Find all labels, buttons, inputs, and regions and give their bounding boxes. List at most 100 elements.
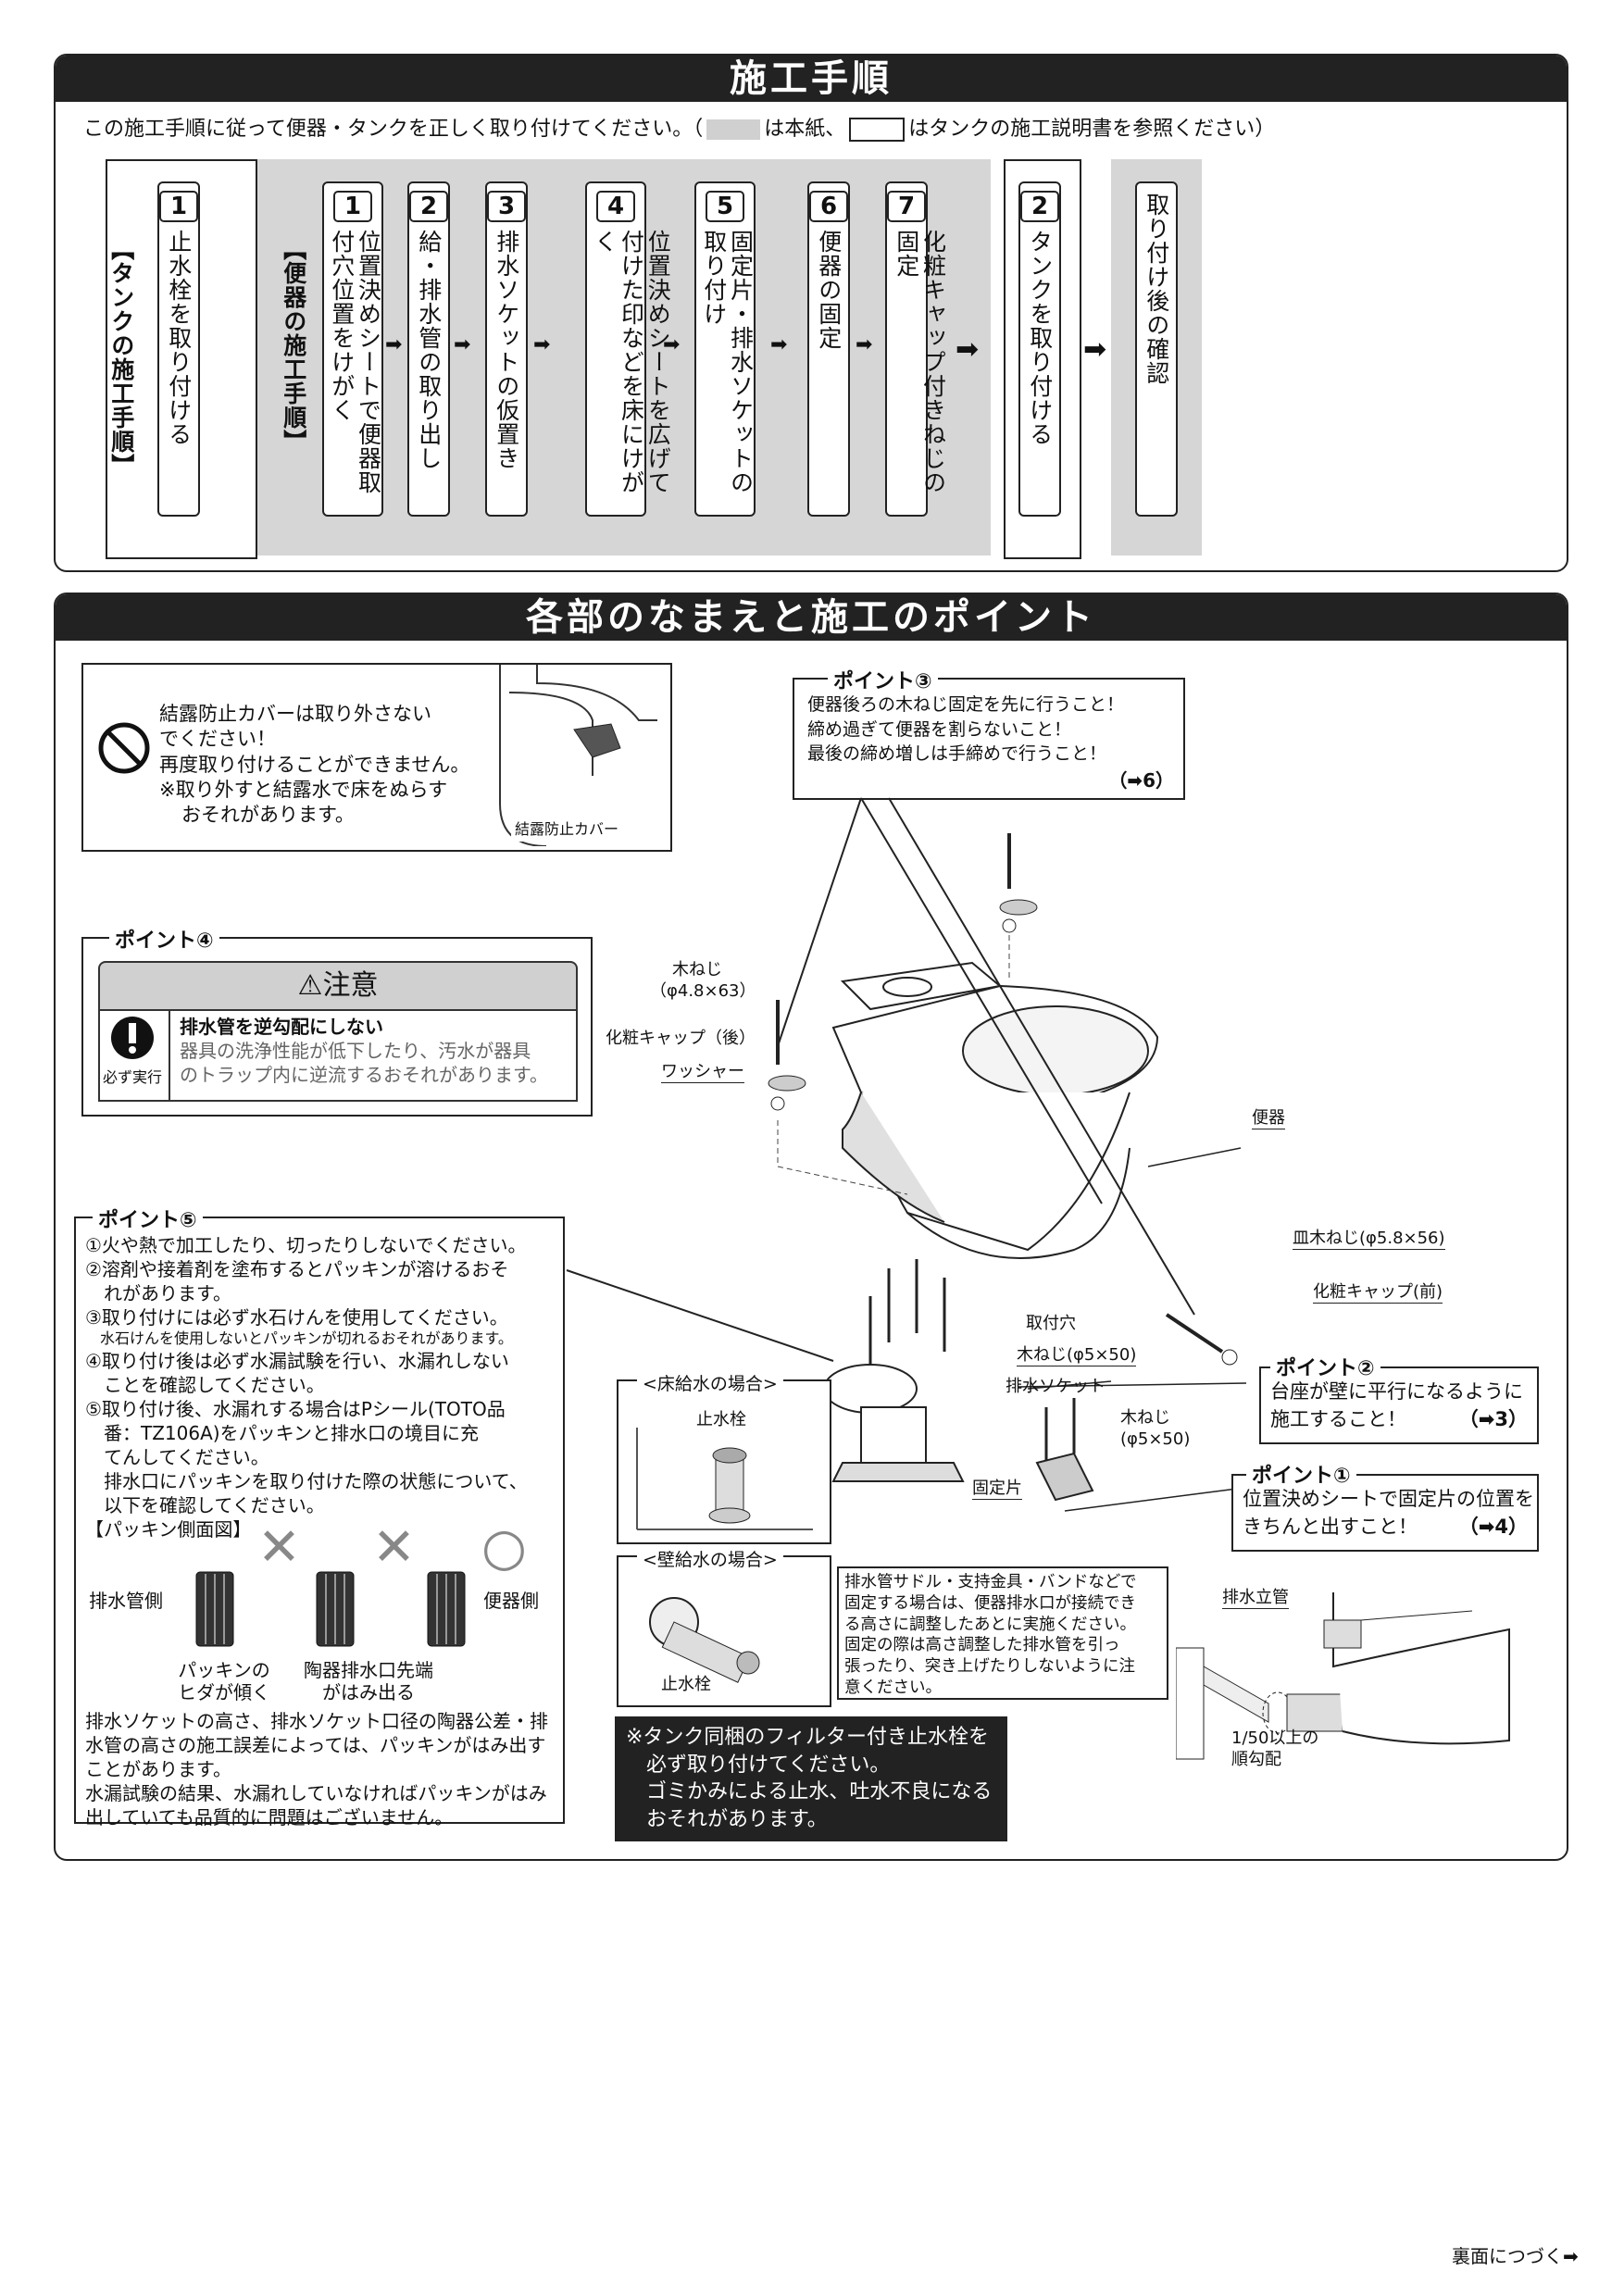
points-title: 各部のなまえと施工のポイント <box>56 594 1567 641</box>
packing-caption-1b: ヒダが傾く <box>178 1681 270 1703</box>
toilet-step-6: 6 便器の固定 <box>807 181 850 517</box>
label-wood-screw-5: 木ねじ(φ5×50) <box>1017 1344 1137 1367</box>
cover-label: 結露防止カバー <box>511 818 623 842</box>
tank-filter-note: ※タンク同梱のフィルター付き止水栓を 必ず取り付けてください。 ゴミかみによる止… <box>615 1716 1007 1841</box>
floor-valve-illustration <box>636 1428 813 1530</box>
floor-supply-title: <床給水の場合> <box>637 1370 783 1395</box>
flow-arrow: ➡ <box>385 333 403 356</box>
label-wood-screw-rear: 木ねじ （φ4.8×63） <box>650 960 756 1002</box>
slope-label-b: 順勾配 <box>1231 1750 1281 1770</box>
procedure-title: 施工手順 <box>56 56 1567 102</box>
legend-gray-swatch <box>706 119 761 140</box>
caution-header: ⚠注意 <box>98 961 578 1011</box>
label-cap-rear: 化粧キャップ（後） <box>606 1029 756 1048</box>
packing-diagram <box>195 1571 466 1647</box>
point2-text-2: 施工すること！ <box>1270 1408 1406 1431</box>
label-cap-front: 化粧キャップ(前) <box>1313 1281 1443 1304</box>
saddle-note-line: 排水管サドル・支持金具・バンドなどで <box>844 1573 1137 1591</box>
point3-text-2: 締め過ぎて便器を割らないこと！ <box>807 718 1072 740</box>
flow-arrow: ➡ <box>454 333 471 356</box>
cover-text-4: ※取り外すと結露水で床をぬらす <box>159 778 448 801</box>
legend-white-swatch <box>849 118 906 142</box>
floor-supply-box: 止水栓 <box>617 1379 831 1544</box>
mark-ok: ○ <box>481 1517 527 1578</box>
packing-caption-2a: 陶器排水口先端 <box>304 1659 433 1681</box>
cover-text-3: 再度取り付けることができません。 <box>159 753 470 776</box>
point3-ref: （➡6） <box>1108 769 1174 792</box>
point3-box: 便器後ろの木ねじ固定を先に行うこと！ 締め過ぎて便器を割らないこと！ 最後の締め… <box>793 678 1185 800</box>
flow-arrow: ➡ <box>1083 333 1107 366</box>
cover-illustration <box>499 665 657 846</box>
point2-text-1: 台座が壁に平行になるように <box>1270 1380 1523 1403</box>
point5-box: ①火や熱で加工したり、切ったりしないでください。 ②溶剤や接着剤を塗布するとパッ… <box>74 1217 565 1828</box>
tank-group-frame <box>106 159 257 559</box>
toilet-step-2: 2 給・排水管の取り出し <box>407 181 450 517</box>
flow-arrow: ➡ <box>856 333 873 356</box>
point3-text-1: 便器後ろの木ねじ固定を先に行うこと！ <box>807 694 1125 715</box>
point5-small-line: 水石けんを使用しないとパッキンが切れるおそれがあります。 <box>85 1329 513 1347</box>
point5-footer: 水管の高さの施工誤差によっては、パッキンがはみ出す <box>85 1734 546 1756</box>
packing-caption-1a: パッキンの <box>178 1659 270 1681</box>
point5-footer: 出していても品質的に問題はございません。 <box>85 1806 454 1828</box>
tank-step-1: 1 止水栓を取り付ける <box>157 181 200 517</box>
wall-valve-illustration <box>649 1597 760 1683</box>
slope-label-a: 1/50以上の <box>1231 1728 1319 1748</box>
point4-text-3: のトラップ内に逆流するおそれがあります。 <box>180 1064 548 1086</box>
point5-line: 排水口にパッキンを取り付けた際の状態について、 <box>85 1469 528 1492</box>
toilet-group-label: 【便器の施工手順】 <box>280 237 307 454</box>
flow-arrow: ➡ <box>956 333 980 366</box>
point5-footer: ことがあります。 <box>85 1758 231 1780</box>
label-dish-screw: 皿木ねじ(φ5.8×56) <box>1293 1228 1445 1251</box>
must-do-icon <box>111 1017 154 1059</box>
toilet-step-7: 7 化粧キャップ付きねじの固定 <box>885 181 947 517</box>
packing-side-drain: 排水管側 <box>89 1590 163 1612</box>
tank-note-line: ※タンク同梱のフィルター付き止水栓を <box>626 1726 989 1749</box>
point1-label: ポイント① <box>1246 1459 1356 1489</box>
saddle-note-line: 張ったり、突き上げたりしないように注 <box>844 1657 1135 1676</box>
cover-text-5: おそれがあります。 <box>181 804 355 827</box>
point5-line: ⑤取り付け後、水漏れする場合はPシール(TOTO品 <box>85 1397 506 1420</box>
wall-supply-title: <壁給水の場合> <box>637 1546 783 1571</box>
flow-arrow: ➡ <box>533 333 551 356</box>
saddle-note-box: 排水管サドル・支持金具・バンドなどで 固定する場合は、便器排水口が接続でき る高… <box>837 1566 1168 1700</box>
point3-text-3: 最後の締め増しは手締めで行うこと！ <box>807 743 1107 765</box>
cover-text-1: 結露防止カバーは取り外さない <box>159 703 431 725</box>
label-washer: ワッシャー <box>661 1061 744 1084</box>
wall-supply-box: 止水栓 <box>617 1555 831 1707</box>
saddle-note-line: 固定の際は高さ調整した排水管を引っ <box>844 1636 1120 1655</box>
toilet-step-4: 4 位置決めシートを広げて付けた印などを床にけがく <box>585 181 671 517</box>
drain-riser-illustration <box>1176 1592 1510 1760</box>
must-do-label: 必ず実行 <box>102 1068 162 1086</box>
point5-line: 以下を確認してください。 <box>85 1493 325 1516</box>
point1-ref: （➡4） <box>1458 1516 1528 1538</box>
tank-group-frame-2 <box>1004 159 1081 559</box>
mark-ng-1: ✕ <box>257 1517 301 1578</box>
tank-step-2: 2 タンクを取り付ける <box>1018 181 1061 517</box>
point5-line: ④取り付け後は必ず水漏試験を行い、水漏れしない <box>85 1349 509 1372</box>
cover-text-2: でください！ <box>159 728 276 751</box>
cover-notice: 結露防止カバーは取り外さない でください！ 再度取り付けることができません。 ※… <box>81 663 672 852</box>
point1-text-2: きちんと出すこと！ <box>1243 1516 1418 1539</box>
label-wood-screw-5b: 木ねじ (φ5×50) <box>1120 1408 1191 1450</box>
packing-side-toilet: 便器側 <box>483 1590 539 1612</box>
point4-label: ポイント④ <box>109 924 219 954</box>
point4-box: ⚠注意 必ず実行 排水管を逆勾配にしない 器具の洗浄性能が低下したり、汚水が器具… <box>81 937 593 1117</box>
point5-line: 番：TZ106A)をパッキンと排水口の境目に充 <box>85 1421 479 1444</box>
flow-arrow: ➡ <box>770 333 788 356</box>
point5-line: れがあります。 <box>85 1282 231 1304</box>
mark-ng-2: ✕ <box>372 1517 416 1578</box>
point2-box: 台座が壁に平行になるように 施工すること！ （➡3） <box>1259 1366 1539 1444</box>
packing-diagram-label: 【パッキン側面図】 <box>85 1517 252 1541</box>
point4-text-1: 排水管を逆勾配にしない <box>180 1016 383 1038</box>
label-drain-socket: 排水ソケット <box>1006 1377 1106 1396</box>
saddle-note-line: 意ください。 <box>844 1678 942 1697</box>
prohibition-icon <box>98 722 150 774</box>
point5-line: ②溶剤や接着剤を塗布するとパッキンが溶けるおそ <box>85 1258 509 1280</box>
point5-footer: 水漏試験の結果、水漏れしていなければパッキンがはみ <box>85 1782 547 1804</box>
saddle-note-line: 固定する場合は、便器排水口が接続でき <box>844 1593 1136 1613</box>
label-toilet: 便器 <box>1252 1107 1285 1130</box>
point2-ref: （➡3） <box>1458 1408 1528 1430</box>
point5-line: ③取り付けには必ず水石けんを使用してください。 <box>85 1306 508 1329</box>
toilet-step-1: 1 位置決めシートで便器取付穴位置をけがく <box>322 181 383 517</box>
saddle-note-line: る高さに調整したあとに実施ください。 <box>844 1615 1136 1634</box>
